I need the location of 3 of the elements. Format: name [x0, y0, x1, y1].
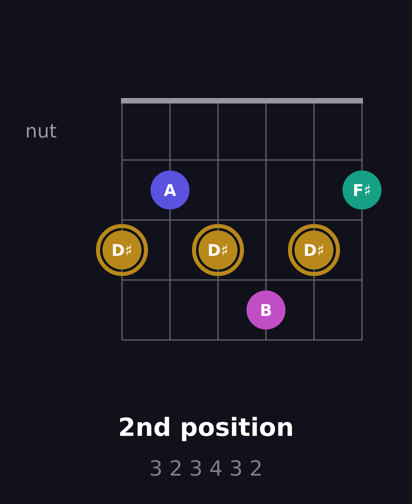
finger-numbers: 3 2 3 4 3 2 — [150, 460, 261, 476]
title: 2nd position — [120, 416, 292, 442]
nut-label: nut — [26, 124, 56, 138]
